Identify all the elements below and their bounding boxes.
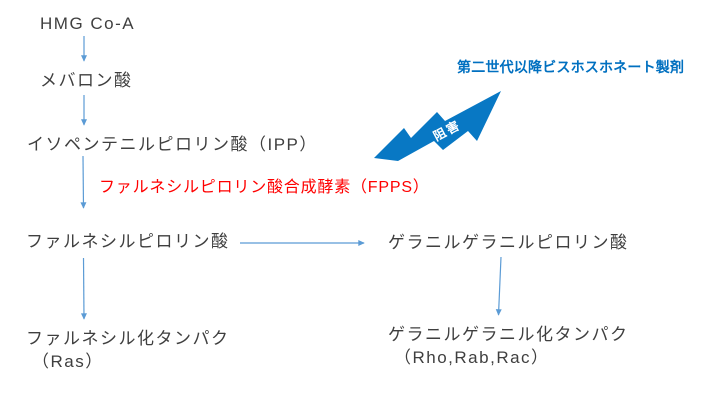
node-geranylgeranylated-protein: ゲラニルゲラニル化タンパク （Rho,Rab,Rac）	[388, 323, 629, 369]
node-farnesylated-protein-line1: ファルネシル化タンパク	[26, 329, 230, 348]
node-hmg-coa: HMG Co-A	[40, 14, 136, 33]
arrow-fpp-to-farnesylated	[80, 257, 87, 320]
node-geranylgeranylated-protein-line2: （Rho,Rab,Rac）	[394, 348, 550, 367]
node-farnesyl-pyrophosphate: ファルネシルピロリン酸	[26, 232, 230, 251]
node-mevalonate: メバロン酸	[40, 71, 133, 90]
node-farnesylated-protein-line2: （Ras）	[32, 352, 104, 371]
node-farnesylated-protein: ファルネシル化タンパク （Ras）	[26, 327, 230, 373]
node-geranylgeranyl-pyrophosphate: ゲラニルゲラニルピロリン酸	[388, 233, 629, 252]
arrow-ggpp-to-geranylgeranylated	[495, 256, 502, 316]
node-ipp: イソペンテニルピロリン酸（IPP）	[27, 135, 318, 154]
node-geranylgeranylated-protein-line1: ゲラニルゲラニル化タンパク	[388, 325, 629, 344]
enzyme-fpps-label: ファルネシルピロリン酸合成酵素（FPPS）	[99, 179, 430, 196]
bisphosphonate-annotation: 第二世代以降ビスホスホネート製剤	[457, 59, 685, 75]
arrow-ipp-to-fpp	[80, 155, 87, 209]
lightning-bolt-icon	[374, 91, 501, 161]
